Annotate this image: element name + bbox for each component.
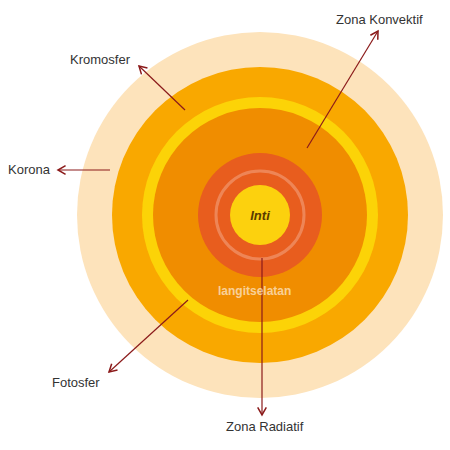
photosphere-layer — [142, 97, 378, 333]
convective-zone — [153, 108, 367, 322]
leader-line — [139, 66, 185, 110]
core-circle: Inti — [230, 185, 290, 245]
layer-label: Fotosfer — [52, 375, 100, 391]
radiative-zone — [198, 153, 322, 277]
layer-label: Kromosfer — [70, 52, 130, 68]
watermark-logo — [216, 171, 304, 259]
core-fill — [230, 185, 290, 245]
leader-line — [109, 300, 188, 372]
leader-line — [58, 169, 110, 170]
leader-line — [261, 258, 262, 415]
layer-label: Zona Konvektif — [336, 12, 423, 28]
layer-label: Korona — [8, 162, 50, 178]
corona-layer — [77, 32, 443, 398]
chromosphere-layer — [112, 67, 408, 363]
layer-label: Zona Radiatif — [226, 419, 303, 435]
core-label: Inti — [250, 208, 270, 223]
leader-line — [307, 31, 378, 148]
watermark: langitselatan — [218, 283, 291, 299]
